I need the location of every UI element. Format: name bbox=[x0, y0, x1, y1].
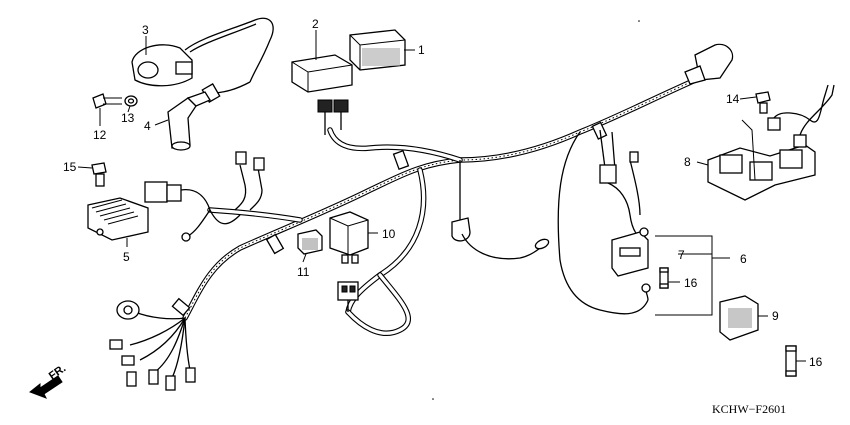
callout-5: 5 bbox=[123, 250, 130, 264]
regulator-connector bbox=[144, 151, 265, 242]
callout-7: 7 bbox=[678, 248, 685, 262]
part-11-small-relay bbox=[297, 229, 323, 255]
callout-13: 13 bbox=[121, 111, 135, 125]
part-13-washer bbox=[124, 95, 138, 107]
callout-4: 4 bbox=[144, 119, 151, 133]
main-wire-harness bbox=[171, 75, 703, 336]
arrow-icon bbox=[29, 375, 63, 399]
callout-2: 2 bbox=[312, 17, 319, 31]
part-12-bolt bbox=[92, 93, 122, 109]
relay-connector bbox=[337, 281, 359, 312]
callout-3: 3 bbox=[142, 23, 149, 37]
part-8-starter-relay bbox=[707, 84, 835, 201]
part-10-relay bbox=[329, 211, 369, 264]
callout-16-fuse-box: 16 bbox=[684, 276, 698, 290]
top-right-connector bbox=[684, 43, 734, 85]
harness-end-connectors bbox=[109, 300, 196, 391]
direction-label: FR. bbox=[47, 362, 68, 382]
callout-9: 9 bbox=[772, 309, 779, 323]
callout-1: 1 bbox=[418, 43, 425, 57]
part-14-bolt bbox=[755, 91, 771, 114]
speck bbox=[638, 20, 640, 22]
callout-labels: 1 2 3 4 5 6 7 8 9 10 11 12 13 14 15 16 1… bbox=[63, 17, 823, 369]
part-5-regulator-rectifier bbox=[87, 197, 149, 241]
callout-16-spare: 16 bbox=[809, 355, 823, 369]
callout-11: 11 bbox=[297, 265, 310, 279]
callout-12: 12 bbox=[93, 128, 107, 142]
part-1-cover bbox=[349, 29, 406, 71]
callout-8: 8 bbox=[684, 155, 691, 169]
part-2-cdi-unit bbox=[291, 54, 353, 135]
figure-code: KCHW−F2601 bbox=[712, 402, 786, 416]
callout-10: 10 bbox=[382, 227, 396, 241]
callout-14: 14 bbox=[726, 92, 740, 106]
callout-6: 6 bbox=[740, 252, 747, 266]
callout-leaders bbox=[77, 30, 806, 362]
fuse-box-wiring bbox=[557, 129, 730, 316]
part-4-spark-plug-cap bbox=[167, 91, 211, 151]
part-3-ignition-coil bbox=[131, 17, 274, 103]
part-9-fuse-cover bbox=[719, 295, 759, 341]
harness-center-connector bbox=[451, 160, 550, 260]
part-15-bolt bbox=[91, 162, 107, 187]
front-direction-arrow: FR. bbox=[29, 362, 68, 399]
speck bbox=[432, 398, 434, 400]
part-16-spare-fuse bbox=[785, 345, 797, 377]
callout-15: 15 bbox=[63, 160, 77, 174]
